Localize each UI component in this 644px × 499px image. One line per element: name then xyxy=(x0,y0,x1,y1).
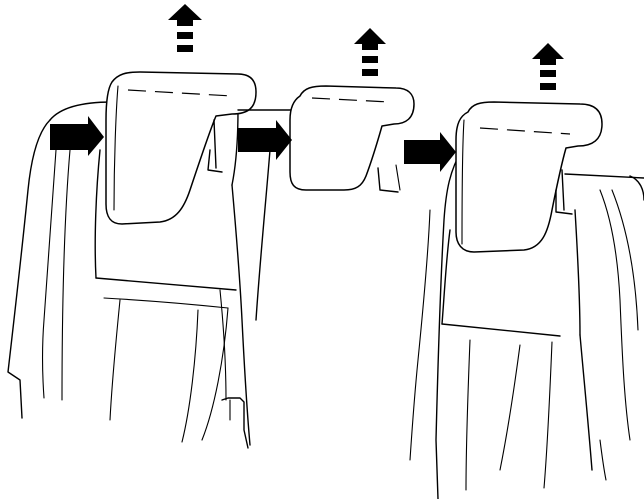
left-up-arrow-icon xyxy=(168,4,202,52)
right-push-right-arrow-icon xyxy=(404,132,456,172)
center-push-right-arrow-icon xyxy=(238,120,292,160)
right-up-arrow-icon xyxy=(532,43,564,90)
center-headrest xyxy=(290,86,414,190)
center-up-arrow-icon xyxy=(354,28,386,76)
left-push-right-arrow-icon xyxy=(50,116,104,156)
right-headrest xyxy=(456,102,602,252)
